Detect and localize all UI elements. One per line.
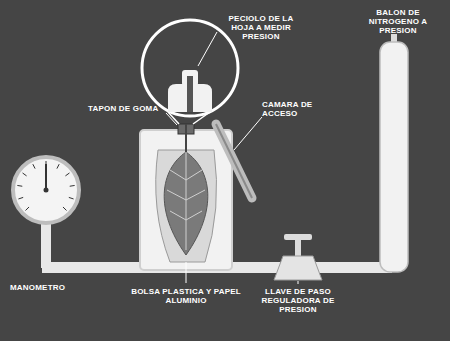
part-label: BOLSA PLASTICA Y PAPEL ALUMINIO [130,287,242,305]
part-label: PECIOLO DE LA HOJA A MEDIR PRESION [220,14,302,41]
part-label: TAPON DE GOMA [88,104,168,113]
valve-stem [295,238,301,258]
pressure-valve [274,256,322,280]
leaf-veins [167,140,205,250]
pressure-gauge [13,157,79,223]
nitrogen-tank [380,42,408,272]
gauge-needle [45,164,47,190]
petiole [185,124,187,152]
magnifier-circle [142,20,238,116]
gauge-pivot [44,188,49,193]
part-label: CAMARA DE ACCESO [262,100,324,118]
valve-handle [284,234,312,240]
gauge-ticks [17,161,74,211]
petiole-cut [187,76,193,112]
part-label: MANOMETRO [10,283,80,292]
gauge-stem [41,220,51,268]
leader-lines [166,32,298,284]
part-label: LLAVE DE PASO REGULADORA DE PRESION [252,287,344,314]
part-label: BALON DE NITROGENO A PRESION [350,8,446,35]
